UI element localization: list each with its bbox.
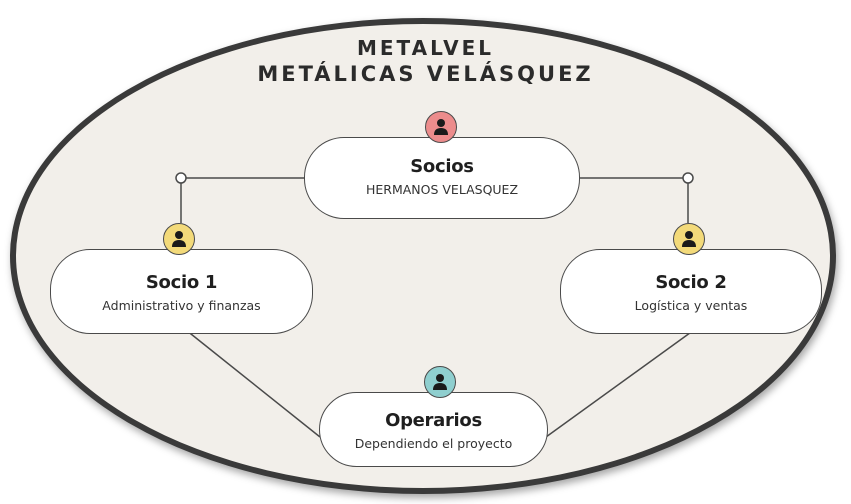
connector-socio1-operarios <box>185 329 321 438</box>
junction-dot-right <box>682 172 694 184</box>
node-operarios: Operarios Dependiendo el proyecto <box>319 392 548 467</box>
node-socio-1-name: Socio 1 <box>145 272 218 293</box>
operarios-avatar <box>424 366 456 398</box>
person-icon <box>172 231 186 247</box>
company-short-name: METALVEL <box>356 36 494 60</box>
node-socio-2-name: Socio 2 <box>655 272 727 293</box>
socio-2-avatar <box>673 223 705 255</box>
node-socios-role: HERMANOS VELASQUEZ <box>365 182 519 197</box>
socios-avatar <box>425 111 457 143</box>
socio-1-avatar <box>163 223 195 255</box>
person-icon <box>434 119 448 135</box>
node-socio-2: Socio 2 Logística y ventas <box>560 249 822 334</box>
node-socio-1: Socio 1 Administrativo y finanzas <box>50 249 313 334</box>
node-socio-2-role: Logística y ventas <box>634 298 748 313</box>
node-operarios-name: Operarios <box>385 410 482 431</box>
junction-dot-left <box>175 172 187 184</box>
node-socios-name: Socios <box>410 156 474 177</box>
node-operarios-role: Dependiendo el proyecto <box>354 436 513 451</box>
person-icon <box>682 231 696 247</box>
node-socio-1-role: Administrativo y finanzas <box>102 298 261 313</box>
person-icon <box>433 374 447 390</box>
connector-socio2-operarios <box>545 329 695 438</box>
company-full-name: METÁLICAS VELÁSQUEZ <box>257 62 594 86</box>
node-socios: Socios HERMANOS VELASQUEZ <box>304 137 580 219</box>
